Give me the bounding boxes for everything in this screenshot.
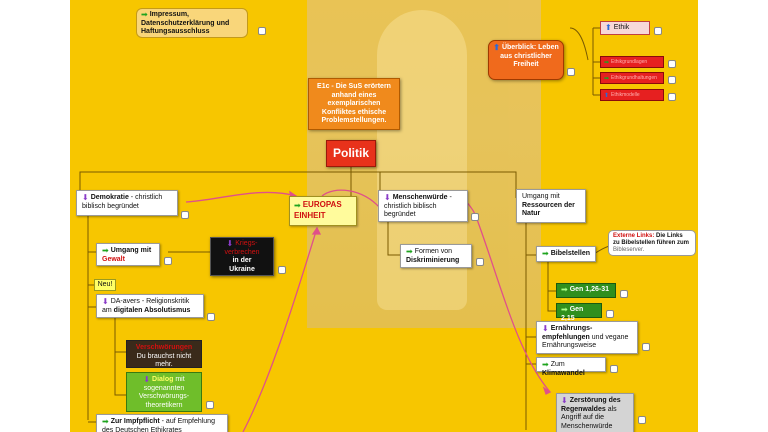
- green-arrow-icon: ➡: [561, 305, 568, 314]
- red-item-node[interactable]: ➡Ethikgrundlagen: [600, 56, 664, 68]
- ukraine-node[interactable]: ⬇Kriegs- verbrechen in der Ukraine: [210, 237, 274, 276]
- note-icon[interactable]: [206, 401, 214, 409]
- green-arrow-icon: ➡: [604, 76, 610, 82]
- climate-node[interactable]: ➡Zum Klimawandel: [536, 357, 606, 377]
- central-topic-politik[interactable]: Politik: [326, 140, 376, 167]
- note-icon[interactable]: [471, 213, 479, 221]
- blue-arrow-up-icon: ⬆: [605, 23, 612, 32]
- purple-arrow-down-icon: ⬇: [102, 297, 109, 306]
- violence-node[interactable]: ➡Umgang mit Gewalt: [96, 243, 160, 266]
- purple-arrow-down-icon: ⬇: [143, 375, 151, 384]
- green-arrow-icon: ➡: [294, 201, 301, 210]
- digital-absolutism-node[interactable]: ⬇DA-avers - Religionskritik am digitalen…: [96, 294, 204, 318]
- blue-arrow-up-icon: ⬆: [493, 43, 500, 52]
- vaccine-node[interactable]: ➡Zur Impfpflicht - auf Empfehlung des De…: [96, 414, 228, 432]
- purple-arrow-down-icon: ⬇: [82, 193, 89, 202]
- europe-node[interactable]: ➡EUROPAS EINHEIT: [289, 196, 357, 226]
- note-icon[interactable]: [610, 365, 618, 373]
- note-icon[interactable]: [668, 76, 676, 84]
- green-arrow-icon: ➡: [406, 247, 413, 256]
- gen-1-node[interactable]: ➡Gen 1,26-31: [556, 283, 616, 298]
- green-arrow-icon: ➡: [141, 10, 148, 19]
- note-icon[interactable]: [642, 343, 650, 351]
- note-icon[interactable]: [668, 60, 676, 68]
- external-links-callout: Externe Links: Die Links zu Bibelstellen…: [608, 230, 696, 256]
- left-margin: [0, 0, 70, 432]
- new-tag: Neu!: [94, 279, 116, 291]
- rainforest-node[interactable]: ⬇Zerstörung des Regenwaldes als Angriff …: [556, 393, 634, 432]
- note-icon[interactable]: [620, 290, 628, 298]
- green-arrow-icon: ➡: [102, 417, 109, 426]
- note-icon[interactable]: [181, 211, 189, 219]
- note-icon[interactable]: [567, 68, 575, 76]
- note-icon[interactable]: [668, 93, 676, 101]
- mindmap-canvas[interactable]: ➡Impressum, Datenschutzerklärung und Haf…: [70, 0, 698, 432]
- note-icon[interactable]: [476, 258, 484, 266]
- purple-arrow-down-icon: ⬇: [561, 396, 568, 405]
- discrimination-node[interactable]: ➡Formen von Diskriminierung: [400, 244, 472, 268]
- ethik-node[interactable]: ⬆Ethik: [600, 21, 650, 35]
- green-arrow-icon: ➡: [604, 60, 610, 66]
- connector-lines: [79, 27, 611, 432]
- green-arrow-icon: ➡: [561, 285, 568, 294]
- nutrition-node[interactable]: ⬇Ernährungs-empfehlungen und vegane Ernä…: [536, 321, 638, 354]
- purple-arrow-down-icon: ⬇: [226, 239, 234, 248]
- democracy-node[interactable]: ⬇Demokratie - christlich biblisch begrün…: [76, 190, 178, 216]
- note-icon[interactable]: [638, 416, 646, 424]
- note-icon[interactable]: [258, 27, 266, 35]
- goal-node[interactable]: E1c - Die SuS erörtern anhand eines exem…: [308, 78, 400, 130]
- right-margin: [698, 0, 768, 432]
- red-item-node[interactable]: ⬆Ethikmodelle: [600, 89, 664, 101]
- note-icon[interactable]: [164, 257, 172, 265]
- green-arrow-icon: ➡: [542, 360, 549, 369]
- note-icon[interactable]: [278, 266, 286, 274]
- red-item-node[interactable]: ➡Ethikgrundhaltungen: [600, 72, 664, 84]
- blue-arrow-up-icon: ⬆: [604, 93, 610, 99]
- dignity-node[interactable]: ⬇Menschenwürde - christlich biblisch beg…: [378, 190, 468, 222]
- dialogue-node[interactable]: ⬇Dialog mit sogenannten Verschwörungs-th…: [126, 372, 202, 412]
- note-icon[interactable]: [606, 310, 614, 318]
- note-icon[interactable]: [654, 27, 662, 35]
- bibelstellen-node[interactable]: ➡Bibelstellen: [536, 246, 596, 262]
- purple-arrow-down-icon: ⬇: [542, 324, 549, 333]
- green-arrow-icon: ➡: [102, 246, 109, 255]
- gen-2-node[interactable]: ➡Gen 2,15: [556, 303, 602, 322]
- purple-arrow-down-icon: ⬇: [384, 193, 391, 202]
- note-icon[interactable]: [207, 313, 215, 321]
- green-arrow-icon: ➡: [542, 249, 549, 258]
- overview-node[interactable]: ⬆Überblick: Leben aus christlicher Freih…: [488, 40, 564, 80]
- impressum-node[interactable]: ➡Impressum, Datenschutzerklärung und Haf…: [136, 8, 248, 38]
